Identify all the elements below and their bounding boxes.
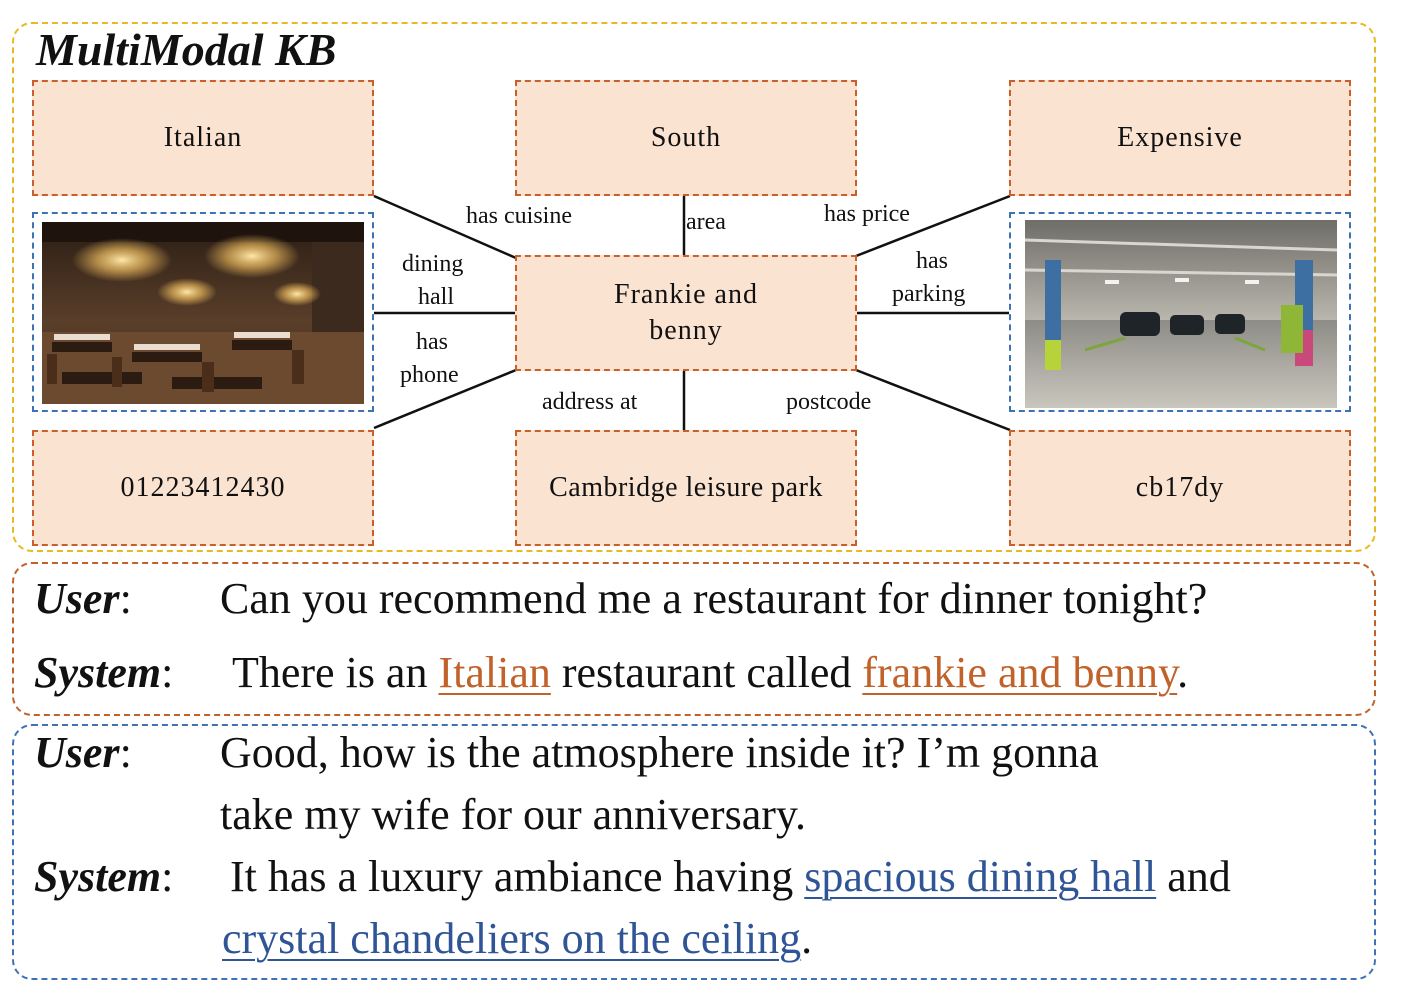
edge-phone [373, 368, 517, 430]
parking-image [1025, 220, 1337, 408]
edge-price [855, 194, 1011, 258]
dialogue1-system-speaker: System: [34, 648, 174, 697]
text-segment: There is an [232, 648, 439, 697]
dialogue1-user-text: Can you recommend me a restaurant for di… [220, 574, 1208, 623]
node-area: South [515, 80, 857, 196]
dialogue2-system-line-2: crystal chandeliers on the ceiling. [222, 913, 812, 965]
dialogue2-user-line-2: take my wife for our anniversary. [220, 790, 807, 839]
edge-label-address-at: address at [542, 389, 638, 415]
node-postcode: cb17dy [1009, 430, 1351, 546]
text-segment: restaurant called [550, 648, 863, 697]
edge-cuisine [373, 194, 517, 260]
speaker-system: System [34, 648, 162, 697]
edge-label-phone: phone [400, 362, 459, 388]
node-address: Cambridge leisure park [515, 430, 857, 546]
kb-panel [12, 22, 1376, 552]
dialogue1-user-speaker: User: [34, 574, 132, 623]
text-segment: It has a luxury ambiance having [230, 852, 805, 901]
node-cuisine-label: Italian [163, 122, 243, 153]
node-postcode-label: cb17dy [1135, 472, 1225, 503]
edge-label-area: area [686, 209, 726, 235]
edge-label-dining: dining [402, 251, 464, 277]
node-price: Expensive [1009, 80, 1351, 196]
node-center: Frankie and benny [515, 255, 857, 371]
node-phone: 01223412430 [32, 430, 374, 546]
node-cuisine: Italian [32, 80, 374, 196]
dialogue1-system-text: There is an Italian restaurant called fr… [232, 647, 1188, 699]
node-phone-label: 01223412430 [120, 472, 286, 503]
node-center-label: Frankie and benny [614, 279, 758, 346]
entity-chandeliers: crystal chandeliers on the ceiling [222, 914, 802, 963]
dining-hall-image-frame [32, 212, 374, 412]
node-address-label: Cambridge leisure park [549, 472, 823, 503]
dialogue-1-panel [12, 562, 1376, 716]
kb-title: MultiModal KB [36, 24, 337, 75]
entity-dining-hall: spacious dining hall [804, 852, 1157, 901]
edge-label-has-parking-1: has [916, 248, 948, 274]
speaker-user: User [34, 574, 120, 623]
edge-label-has-cuisine: has cuisine [466, 203, 572, 229]
edge-label-has-price: has price [824, 201, 910, 227]
node-area-label: South [650, 122, 722, 153]
edge-label-has-phone-1: has [416, 329, 448, 355]
dialogue-2-panel [12, 724, 1376, 980]
entity-cuisine: Italian [438, 648, 551, 697]
speaker-user: User [34, 728, 120, 777]
text-segment: and [1156, 852, 1231, 901]
dining-hall-image [42, 222, 364, 404]
text-segment: . [801, 914, 813, 963]
edge-label-hall: hall [418, 284, 454, 310]
entity-restaurant: frankie and benny [862, 648, 1178, 697]
edge-postcode [855, 368, 1011, 432]
edge-label-postcode: postcode [786, 389, 872, 415]
dialogue2-user-line-1: Good, how is the atmosphere inside it? I… [220, 728, 1099, 777]
dialogue2-system-speaker: System: [34, 852, 174, 901]
text-segment: . [1177, 648, 1189, 697]
dialogue2-system-line-1: It has a luxury ambiance having spacious… [230, 851, 1231, 903]
node-price-label: Expensive [1117, 122, 1243, 153]
dialogue2-user-speaker: User: [34, 728, 132, 777]
parking-image-frame [1009, 212, 1351, 412]
edge-label-parking: parking [892, 281, 966, 307]
speaker-system: System [34, 852, 162, 901]
